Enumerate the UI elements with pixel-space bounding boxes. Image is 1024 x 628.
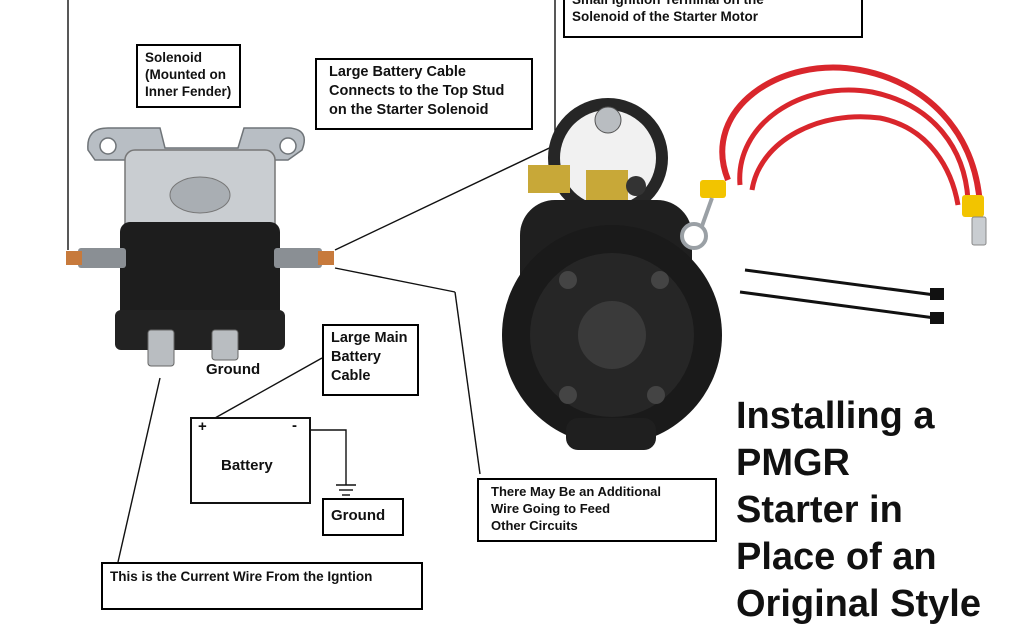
large-main-battery-cable-label: Large Main Battery Cable	[322, 324, 419, 396]
red-battery-cable	[682, 68, 986, 248]
solenoid-line-3: Inner Fender)	[145, 83, 232, 100]
feed-wire-line-a	[335, 268, 455, 292]
right-stud	[318, 251, 334, 265]
solenoid-illustration	[66, 128, 334, 366]
ring-terminal-sleeve	[700, 180, 726, 198]
additional-wire-label: There May Be an Additional Wire Going to…	[477, 478, 717, 542]
ignition-terminal-label: Small Ignition Terminal on the Solenoid …	[563, 0, 863, 38]
current-wire-label: This is the Current Wire From the Igntio…	[101, 562, 423, 610]
title-line-1: Installing a	[736, 393, 981, 440]
ignition-terminal-line-1: Small Ignition Terminal on the	[572, 0, 854, 8]
additional-wire-line-3: Other Circuits	[491, 517, 708, 534]
left-stud	[66, 251, 82, 265]
main-cable-line-1: Large Main	[331, 329, 410, 348]
current-wire-text: This is the Current Wire From the Igntio…	[110, 567, 414, 587]
ring-terminal	[682, 224, 706, 248]
feed-wire-line-b	[455, 292, 480, 474]
zip-ties	[740, 270, 944, 324]
large-battery-cable-label: Large Battery Cable Connects to the Top …	[315, 58, 533, 130]
starter-motor-illustration	[502, 98, 722, 450]
diagram-title: Installing a PMGR Starter in Place of an…	[736, 393, 981, 628]
battery-minus-label: -	[292, 417, 297, 434]
large-battery-cable-line-1: Large Battery Cable	[329, 63, 524, 82]
main-cable-line-3: Cable	[331, 367, 410, 386]
small-terminal-left	[148, 330, 174, 366]
ignition-terminal-line-2: Solenoid of the Starter Motor	[572, 8, 854, 25]
solenoid-line-1: Solenoid	[145, 49, 232, 66]
small-terminal-right	[212, 330, 238, 360]
large-battery-cable-line-2: Connects to the Top Stud	[329, 82, 524, 101]
spade-terminal-sleeve	[962, 195, 984, 217]
solenoid-line-2: (Mounted on	[145, 66, 232, 83]
title-line-2: PMGR	[736, 440, 981, 487]
battery-label: Battery	[221, 457, 273, 474]
battery-ground-wire	[310, 430, 346, 485]
additional-wire-line-2: Wire Going to Feed	[491, 500, 708, 517]
current-wire-pointer	[118, 378, 160, 562]
battery-plus-label: +	[198, 418, 207, 435]
starter-terminal-right	[586, 170, 628, 204]
battery-ground-label: Ground	[322, 498, 404, 536]
title-line-3: Starter in	[736, 487, 981, 534]
additional-wire-line-1: There May Be an Additional	[491, 483, 708, 500]
title-line-5: Original Style	[736, 581, 981, 628]
spade-terminal	[972, 217, 986, 245]
large-battery-cable-line-3: on the Starter Solenoid	[329, 101, 524, 120]
battery-ground-text: Ground	[331, 503, 395, 529]
starter-terminal-left	[528, 165, 570, 193]
title-line-4: Place of an	[736, 534, 981, 581]
main-cable-line-2: Battery	[331, 348, 410, 367]
solenoid-label: Solenoid (Mounted on Inner Fender)	[136, 44, 241, 108]
solenoid-ground-label: Ground	[206, 361, 260, 378]
